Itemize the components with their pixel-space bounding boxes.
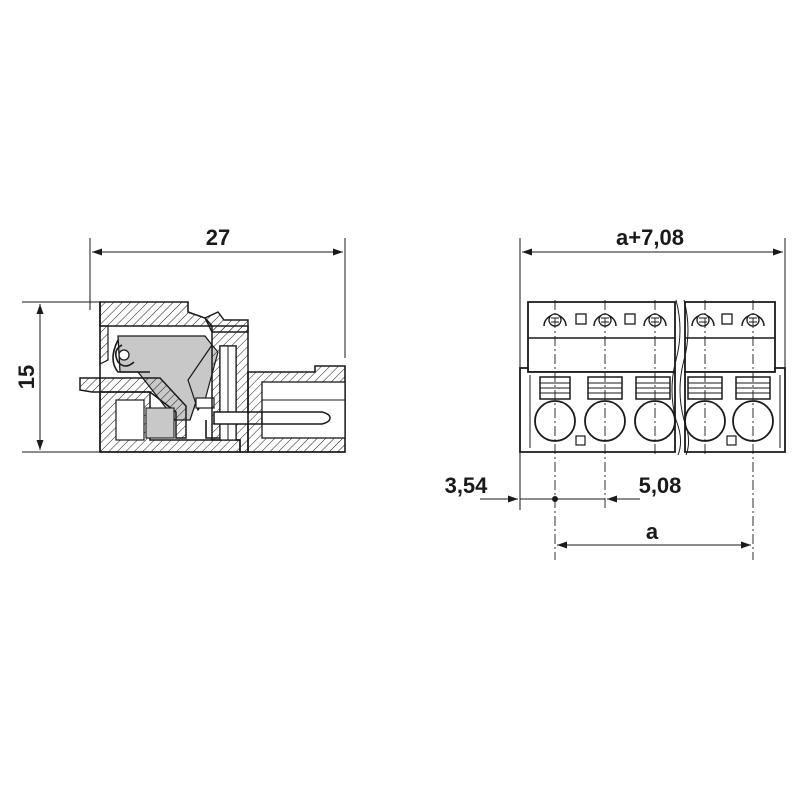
side-view: 27 15	[14, 225, 346, 453]
overall-label: a+7,08	[616, 225, 684, 250]
span-dimension: a	[557, 519, 751, 549]
screw-icon	[691, 313, 715, 327]
overall-dimension: a+7,08	[519, 225, 786, 510]
width-dimension: 27	[89, 225, 346, 358]
grip-ribs	[539, 376, 771, 400]
center-lines	[554, 300, 754, 560]
width-label: 27	[206, 225, 230, 250]
front-view: a+7,08	[445, 225, 786, 560]
side-housing	[79, 301, 346, 453]
span-label: a	[646, 519, 659, 544]
offset-pitch-dimension: 3,54 5,08	[445, 473, 682, 503]
pitch-label: 5,08	[639, 473, 682, 498]
offset-label: 3,54	[445, 473, 489, 498]
height-label: 15	[14, 365, 39, 389]
height-dimension: 15	[14, 301, 100, 453]
screw-heads	[543, 313, 765, 327]
